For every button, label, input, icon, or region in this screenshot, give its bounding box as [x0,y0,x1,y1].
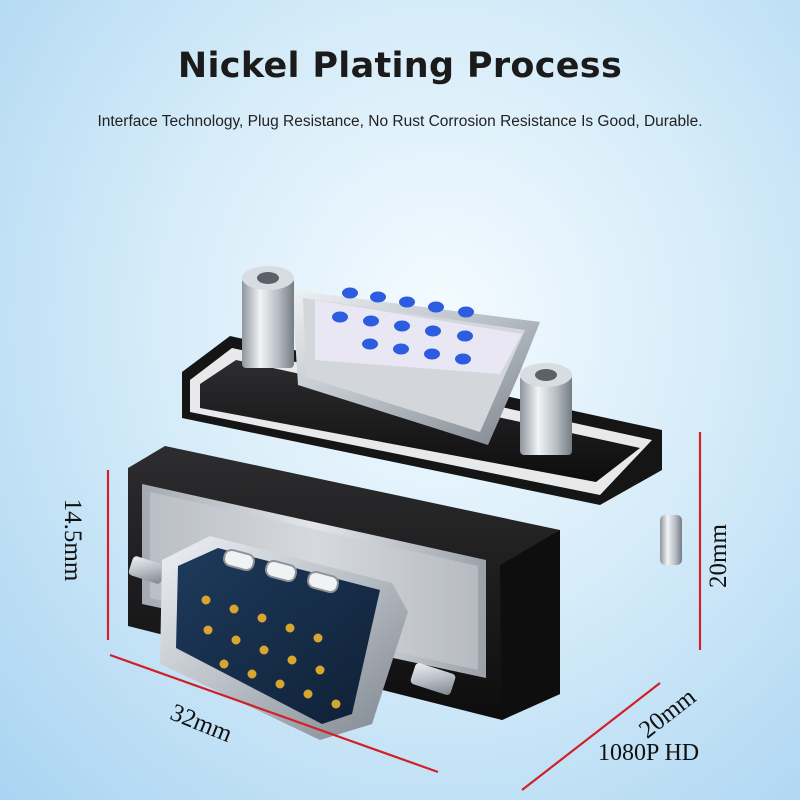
dimension-side-label: 20mm [705,524,732,588]
resolution-badge: 1080P HD [598,740,700,766]
thumbscrew-left [128,556,166,584]
side-screw-right [660,515,682,565]
male-vga-port [160,536,408,740]
thumbscrew-right [410,663,456,695]
page-subtitle: Interface Technology, Plug Resistance, N… [97,113,703,130]
gold-pins [201,595,341,709]
hex-standoff-right [520,363,572,455]
dimension-lines [106,432,702,791]
dim-line-depth [521,682,661,791]
page-title: Nickel Plating Process [177,46,623,86]
hex-standoff-left [242,266,294,368]
dimension-height-label: 14.5mm [59,498,86,582]
dim-line-length [109,653,439,774]
blue-pins [332,287,474,365]
